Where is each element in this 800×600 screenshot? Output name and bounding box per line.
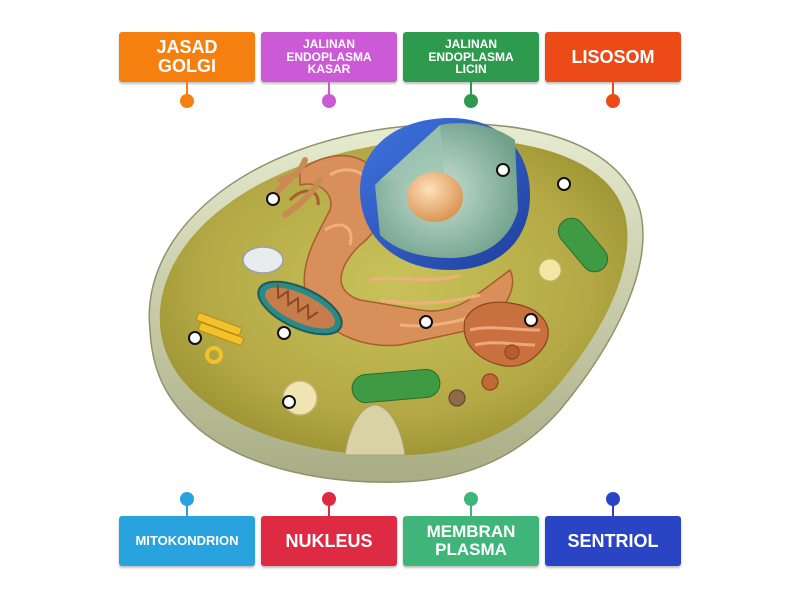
green-organelle-right <box>557 217 609 273</box>
label-jasad-golgi[interactable]: JASAD GOLGI <box>119 32 255 82</box>
drop-target-pin[interactable] <box>557 177 571 191</box>
label-jalinan-endoplasma-licin[interactable]: JALINAN ENDOPLASMA LICIN <box>403 32 539 82</box>
vesicle <box>448 389 466 407</box>
label-text: JALINAN ENDOPLASMA LICIN <box>428 37 514 77</box>
bottom-connector-stem <box>328 504 330 518</box>
label-text: JASAD GOLGI <box>156 37 218 76</box>
centriole-illustration <box>196 312 244 364</box>
drop-target-pin[interactable] <box>419 315 433 329</box>
bottom-connector-knob[interactable] <box>322 492 336 506</box>
top-connector-stem <box>470 82 472 96</box>
top-connector-knob[interactable] <box>180 94 194 108</box>
golgi-tubules <box>272 157 323 218</box>
label-text: MITOKONDRION <box>135 533 239 549</box>
label-mitokondrion[interactable]: MITOKONDRION <box>119 516 255 566</box>
top-connector-knob[interactable] <box>322 94 336 108</box>
bottom-connector-stem <box>612 504 614 518</box>
drop-target-pin[interactable] <box>266 192 280 206</box>
label-text: NUKLEUS <box>285 530 373 551</box>
label-text: SENTRIOL <box>567 530 659 551</box>
bottom-connector-knob[interactable] <box>606 492 620 506</box>
label-lisosom[interactable]: LISOSOM <box>545 32 681 82</box>
label-text: JALINAN ENDOPLASMA KASAR <box>286 37 372 77</box>
top-connector-stem <box>612 82 614 96</box>
top-connector-knob[interactable] <box>464 94 478 108</box>
label-jalinan-endoplasma-kasar[interactable]: JALINAN ENDOPLASMA KASAR <box>261 32 397 82</box>
bottom-connector-knob[interactable] <box>180 492 194 506</box>
green-organelle-bottom <box>351 368 441 404</box>
lysosome-sphere <box>538 258 562 282</box>
membrane-notch <box>344 404 406 456</box>
top-connector-stem <box>328 82 330 96</box>
drop-target-pin[interactable] <box>188 331 202 345</box>
label-text: LISOSOM <box>571 46 655 67</box>
label-nukleus[interactable]: NUKLEUS <box>261 516 397 566</box>
top-connector-stem <box>186 82 188 96</box>
nucleus-illustration <box>360 118 530 270</box>
label-sentriol[interactable]: SENTRIOL <box>545 516 681 566</box>
mitochondrion-illustration <box>257 280 343 336</box>
label-text: MEMBRAN PLASMA <box>426 522 516 559</box>
bottom-connector-stem <box>186 504 188 518</box>
bottom-connector-stem <box>470 504 472 518</box>
drop-target-pin[interactable] <box>496 163 510 177</box>
drop-target-pin[interactable] <box>277 326 291 340</box>
drop-target-pin[interactable] <box>282 395 296 409</box>
rough-er <box>288 154 514 347</box>
top-connector-knob[interactable] <box>606 94 620 108</box>
vacuole <box>242 246 284 274</box>
drop-target-pin[interactable] <box>524 313 538 327</box>
bottom-connector-knob[interactable] <box>464 492 478 506</box>
label-membran-plasma[interactable]: MEMBRAN PLASMA <box>403 516 539 566</box>
